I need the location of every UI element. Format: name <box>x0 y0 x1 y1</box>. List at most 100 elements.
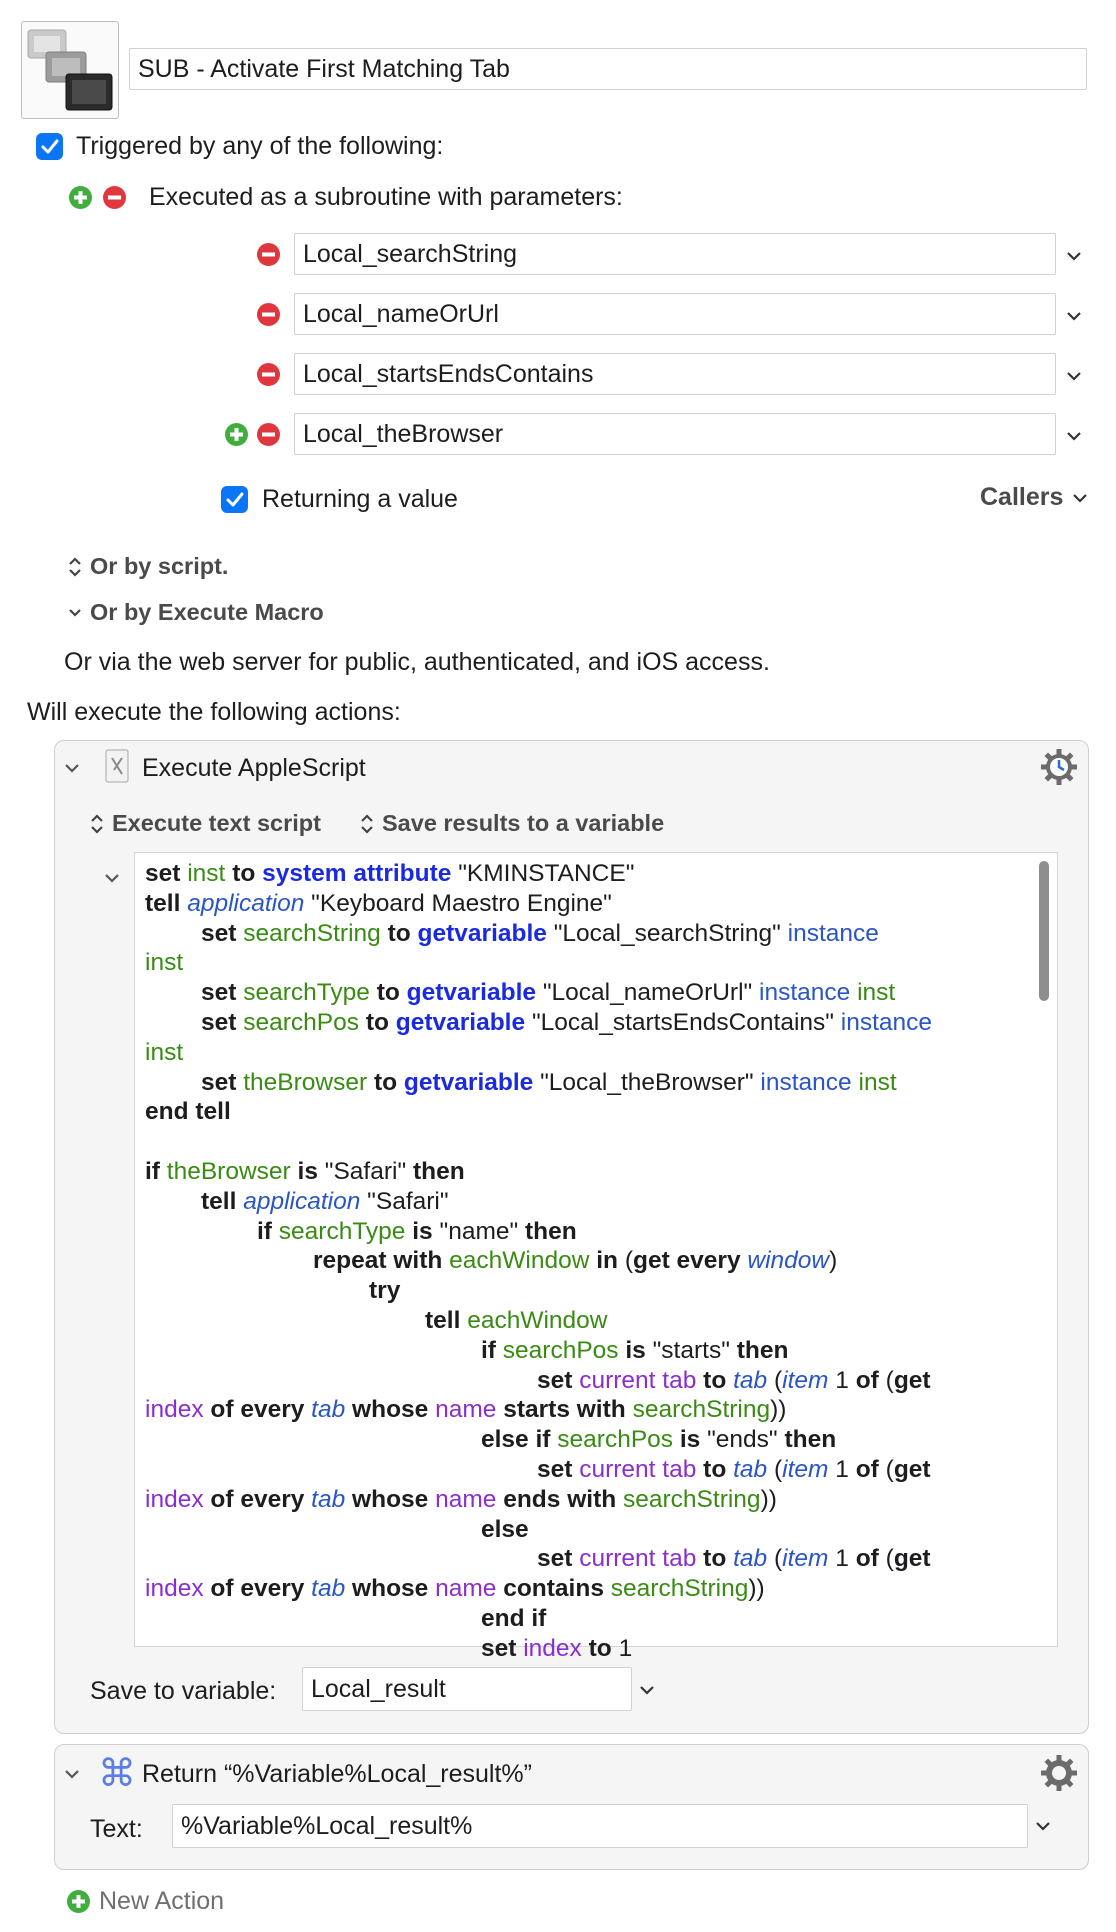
code-token: name <box>435 1396 497 1424</box>
code-token: get <box>893 1366 931 1394</box>
remove-param-icon[interactable] <box>256 302 281 327</box>
code-token: to <box>376 979 400 1007</box>
param-name: Local_nameOrUrl <box>303 299 499 328</box>
returning-value-checkbox[interactable] <box>221 486 248 513</box>
param-field-4[interactable]: Local_theBrowser <box>294 413 1056 455</box>
chevron-down-icon[interactable] <box>1065 310 1083 322</box>
code-token: starts with <box>503 1396 626 1424</box>
triggered-checkbox[interactable] <box>36 133 63 160</box>
code-token: to <box>703 1366 727 1394</box>
up-down-chevron-icon <box>361 813 373 834</box>
applescript-code-editor[interactable]: set inst to system attribute "KMINSTANCE… <box>134 852 1058 1662</box>
collapse-chevron-icon[interactable] <box>64 1768 80 1780</box>
code-token: searchString <box>243 919 381 947</box>
code-token: set <box>145 860 181 887</box>
code-token: tab <box>733 1545 768 1573</box>
code-token: instance <box>760 1068 852 1096</box>
param-field-3[interactable]: Local_startsEndsContains <box>294 353 1056 395</box>
code-line-blank <box>145 1127 1025 1157</box>
code-text: set inst to system attribute "KMINSTANCE… <box>145 859 1025 1664</box>
add-trigger-icon[interactable] <box>68 185 93 210</box>
remove-param-icon[interactable] <box>256 242 281 267</box>
callers-button[interactable]: Callers <box>980 483 1089 512</box>
code-token: inst <box>857 979 896 1007</box>
code-token: to <box>373 1068 398 1096</box>
chevron-down-icon[interactable] <box>1065 370 1083 382</box>
code-line: set current tab to tab (item 1 of (get <box>145 1544 1025 1574</box>
code-token: ends with <box>503 1485 617 1513</box>
chevron-down-icon[interactable] <box>638 1684 656 1696</box>
code-token: set <box>537 1366 573 1394</box>
remove-param-icon[interactable] <box>256 422 281 447</box>
macro-icon-well[interactable] <box>21 21 119 119</box>
chevron-down-icon <box>69 608 81 617</box>
applescript-action-title: Execute AppleScript <box>142 754 366 782</box>
code-token: of every <box>210 1485 305 1513</box>
code-token: searchType <box>243 979 370 1007</box>
chevron-down-icon[interactable] <box>1065 250 1083 262</box>
code-token: searchString <box>623 1485 761 1513</box>
code-line: tell eachWindow <box>145 1306 1025 1336</box>
add-param-icon[interactable] <box>224 422 249 447</box>
param-name: Local_searchString <box>303 239 518 268</box>
execute-mode-popup[interactable]: Execute text script <box>90 810 321 837</box>
code-token: "ends" <box>707 1426 778 1454</box>
remove-param-icon[interactable] <box>256 362 281 387</box>
new-action-button[interactable]: New Action <box>66 1887 224 1916</box>
chevron-down-icon[interactable] <box>1065 430 1083 442</box>
return-text-field[interactable]: %Variable%Local_result% <box>172 1804 1028 1848</box>
code-token: "Local_searchString" <box>553 919 781 947</box>
code-token: else if <box>481 1426 551 1454</box>
param-field-2[interactable]: Local_nameOrUrl <box>294 293 1056 335</box>
code-token: getvariable <box>417 919 547 947</box>
code-token: set <box>537 1455 573 1483</box>
code-token: current tab <box>579 1545 697 1573</box>
code-token: inst <box>145 949 184 977</box>
code-scrollbar[interactable] <box>1039 861 1049 1001</box>
code-token: else <box>481 1515 529 1543</box>
code-token: if <box>481 1336 496 1364</box>
remove-trigger-icon[interactable] <box>102 185 127 210</box>
save-to-variable-value: Local_result <box>311 1674 446 1703</box>
code-token: eachWindow <box>449 1247 590 1275</box>
or-by-script-toggle[interactable]: Or by script. <box>68 553 228 580</box>
code-line: end tell <box>145 1097 1025 1127</box>
code-token: current tab <box>579 1366 697 1394</box>
code-token: if <box>257 1217 272 1245</box>
macro-name-field[interactable]: SUB - Activate First Matching Tab <box>129 48 1087 90</box>
or-by-execute-macro-toggle[interactable]: Or by Execute Macro <box>68 599 324 626</box>
macro-windows-icon <box>27 29 113 111</box>
param-field-1[interactable]: Local_searchString <box>294 233 1056 275</box>
callers-label: Callers <box>980 483 1064 511</box>
code-fold-chevron-icon[interactable] <box>104 872 120 884</box>
code-token: name <box>435 1575 497 1603</box>
code-token: 1 <box>835 1455 849 1483</box>
code-line: set current tab to tab (item 1 of (get <box>145 1455 1025 1485</box>
code-token: then <box>736 1336 789 1364</box>
code-token: ) <box>829 1247 838 1275</box>
or-by-execute-macro-label: Or by Execute Macro <box>90 599 324 625</box>
code-token: inst <box>187 860 226 887</box>
gear-icon[interactable] <box>1040 1754 1078 1792</box>
code-token: is <box>412 1217 433 1245</box>
code-token: item <box>782 1366 829 1394</box>
code-token: then <box>412 1157 465 1185</box>
code-token: repeat with <box>313 1247 443 1275</box>
or-by-script-label: Or by script. <box>90 553 229 579</box>
code-token: instance <box>840 1008 933 1036</box>
collapse-chevron-icon[interactable] <box>64 762 80 774</box>
code-token: is <box>625 1336 646 1364</box>
up-down-chevron-icon <box>91 813 103 834</box>
subroutine-label: Executed as a subroutine with parameters… <box>149 183 623 211</box>
gear-clock-icon[interactable] <box>1040 748 1078 786</box>
param-name: Local_startsEndsContains <box>303 359 594 388</box>
chevron-down-icon[interactable] <box>1034 1820 1052 1832</box>
save-to-variable-field[interactable]: Local_result <box>302 1667 632 1711</box>
code-token: to <box>365 1008 389 1036</box>
code-line: set inst to system attribute "KMINSTANCE… <box>145 859 1025 889</box>
code-token: "Local_nameOrUrl" <box>542 979 753 1007</box>
code-line: if searchType is "name" then <box>145 1217 1025 1247</box>
code-token: try <box>369 1277 401 1305</box>
code-token: name <box>435 1485 497 1513</box>
save-results-popup[interactable]: Save results to a variable <box>360 810 664 837</box>
